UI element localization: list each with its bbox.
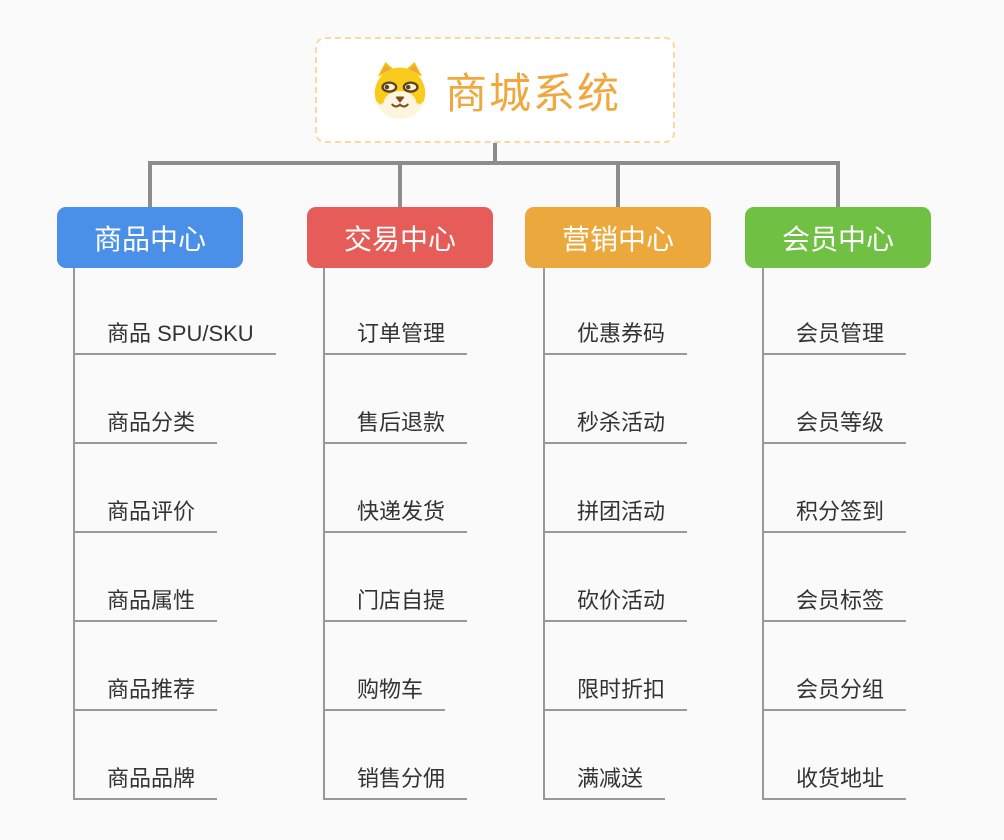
tree-item[interactable]: 快递发货 — [323, 444, 468, 533]
tree-item[interactable]: 拼团活动 — [543, 444, 688, 533]
tree-item-label: 拼团活动 — [543, 494, 688, 533]
connector-drop-members — [836, 163, 840, 207]
tree-item-label: 优惠券码 — [543, 316, 688, 355]
tree-item[interactable]: 商品推荐 — [73, 622, 276, 711]
branch-node-trade-center[interactable]: 交易中心 — [307, 207, 493, 268]
tree-item[interactable]: 商品分类 — [73, 355, 276, 444]
tree-item-label: 限时折扣 — [543, 672, 688, 711]
tree-item[interactable]: 商品属性 — [73, 533, 276, 622]
tree-item[interactable]: 限时折扣 — [543, 622, 688, 711]
tree-item[interactable]: 商品评价 — [73, 444, 276, 533]
tree-item-label: 订单管理 — [323, 316, 468, 355]
tree-item[interactable]: 购物车 — [323, 622, 467, 711]
tree-item-label: 门店自提 — [323, 583, 468, 622]
branch-children-marketing-center: 优惠券码 秒杀活动 拼团活动 砍价活动 限时折扣 满减送 — [543, 268, 688, 800]
tree-item-label: 会员分组 — [762, 672, 907, 711]
root-node-mall-system[interactable]: 商城系统 — [315, 37, 675, 143]
tree-item[interactable]: 会员等级 — [762, 355, 907, 444]
tree-item[interactable]: 砍价活动 — [543, 533, 688, 622]
tree-item[interactable]: 商品 SPU/SKU — [73, 268, 276, 355]
branch-label: 营销中心 — [561, 223, 674, 255]
tree-item[interactable]: 会员标签 — [762, 533, 907, 622]
tree-item[interactable]: 满减送 — [543, 711, 687, 800]
branch-label: 交易中心 — [343, 223, 456, 255]
tree-item-label: 商品 SPU/SKU — [73, 316, 276, 355]
tree-item[interactable]: 优惠券码 — [543, 268, 688, 355]
tree-item[interactable]: 积分签到 — [762, 444, 907, 533]
connector-drop-products — [148, 163, 152, 207]
branch-label: 商品中心 — [93, 223, 206, 255]
tree-item-label: 商品推荐 — [73, 672, 218, 711]
shiba-dog-icon — [374, 61, 426, 120]
tree-item-label: 商品评价 — [73, 494, 218, 533]
tree-item[interactable]: 订单管理 — [323, 268, 468, 355]
tree-item-label: 会员管理 — [762, 316, 907, 355]
tree-item-label: 快递发货 — [323, 494, 468, 533]
tree-item[interactable]: 会员分组 — [762, 622, 907, 711]
tree-item-label: 购物车 — [323, 672, 446, 711]
branch-label: 会员中心 — [781, 223, 894, 255]
connector-drop-trade — [398, 163, 402, 207]
tree-item-label: 满减送 — [543, 761, 666, 800]
tree-item[interactable]: 秒杀活动 — [543, 355, 688, 444]
tree-item-label: 砍价活动 — [543, 583, 688, 622]
tree-item-label: 销售分佣 — [323, 761, 468, 800]
tree-item-label: 秒杀活动 — [543, 405, 688, 444]
tree-item-label: 会员标签 — [762, 583, 907, 622]
tree-item-label: 商品属性 — [73, 583, 218, 622]
connector-root-stem — [493, 143, 497, 163]
tree-item[interactable]: 销售分佣 — [323, 711, 468, 800]
tree-item-label: 商品品牌 — [73, 761, 218, 800]
tree-item[interactable]: 商品品牌 — [73, 711, 276, 800]
branch-node-member-center[interactable]: 会员中心 — [745, 207, 931, 268]
tree-item[interactable]: 收货地址 — [762, 711, 907, 800]
tree-item-label: 收货地址 — [762, 761, 907, 800]
connector-drop-marketing — [616, 163, 620, 207]
tree-item[interactable]: 售后退款 — [323, 355, 468, 444]
tree-item-label: 售后退款 — [323, 405, 468, 444]
root-title: 商城系统 — [444, 69, 621, 117]
branch-children-member-center: 会员管理 会员等级 积分签到 会员标签 会员分组 收货地址 — [762, 268, 907, 800]
connector-horizontal-bar — [148, 161, 840, 165]
tree-item-label: 积分签到 — [762, 494, 907, 533]
branch-children-product-center: 商品 SPU/SKU 商品分类 商品评价 商品属性 商品推荐 商品品牌 — [73, 268, 276, 800]
tree-item-label: 会员等级 — [762, 405, 907, 444]
tree-item[interactable]: 门店自提 — [323, 533, 468, 622]
tree-item-label: 商品分类 — [73, 405, 218, 444]
branch-children-trade-center: 订单管理 售后退款 快递发货 门店自提 购物车 销售分佣 — [323, 268, 468, 800]
tree-item[interactable]: 会员管理 — [762, 268, 907, 355]
branch-node-product-center[interactable]: 商品中心 — [57, 207, 243, 268]
branch-node-marketing-center[interactable]: 营销中心 — [525, 207, 711, 268]
